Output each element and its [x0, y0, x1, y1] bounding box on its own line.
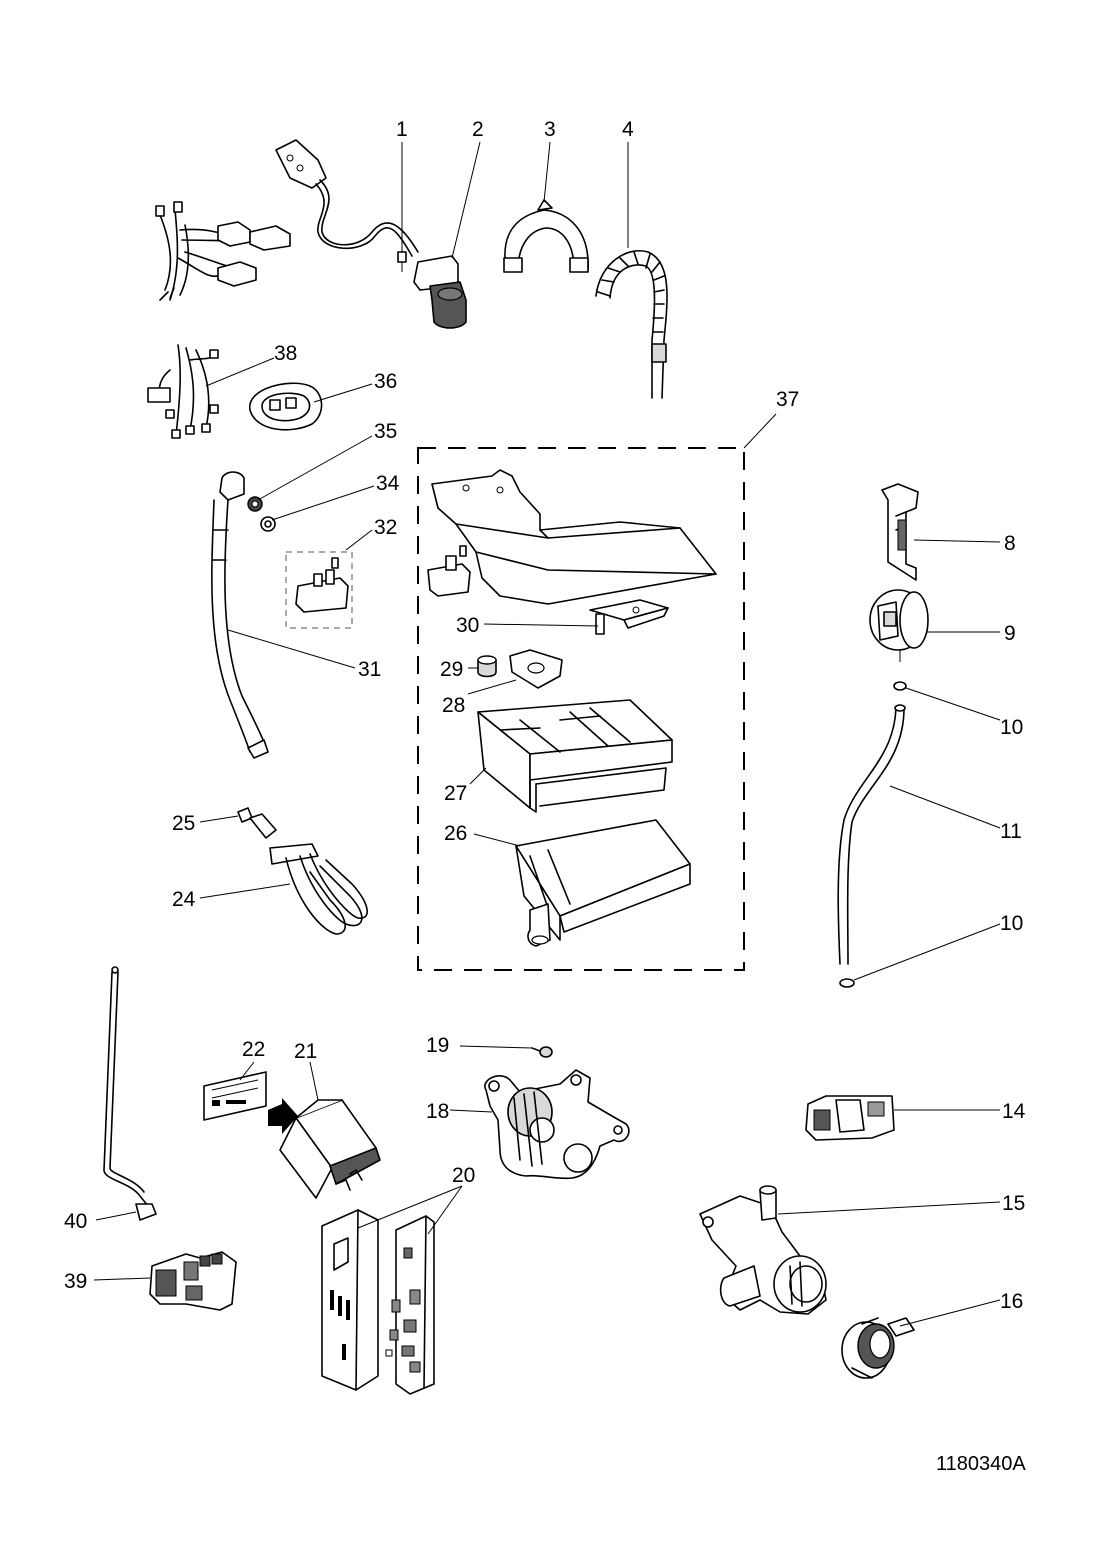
callout-24: 24 — [172, 888, 196, 911]
callout-34: 34 — [376, 472, 400, 495]
callout-14: 14 — [1002, 1100, 1026, 1123]
part-3-hose-guide — [503, 199, 589, 273]
callout-18: 18 — [426, 1100, 449, 1123]
callout-22: 22 — [242, 1038, 265, 1061]
part-37-dispenser-assembly — [417, 447, 745, 971]
callout-10-upper: 10 — [1000, 716, 1023, 739]
part-28-siphon — [509, 649, 563, 689]
drawing-code: 1180340A — [936, 1453, 1026, 1475]
part-16-pump-filter — [841, 1317, 915, 1379]
part-34-ring — [260, 516, 276, 532]
wiring-harness-top — [155, 201, 291, 301]
callout-32: 32 — [374, 516, 397, 539]
callout-40: 40 — [64, 1210, 87, 1233]
callout-28: 28 — [442, 694, 465, 717]
callout-39: 39 — [64, 1270, 87, 1293]
part-11-hose — [837, 704, 906, 965]
part-27-detergent-drawer — [477, 699, 673, 813]
callout-9: 9 — [1004, 622, 1016, 645]
part-39-door-lock — [149, 1251, 237, 1311]
callout-20: 20 — [452, 1164, 475, 1187]
part-37-top-cover — [427, 469, 717, 605]
callout-3: 3 — [544, 118, 556, 141]
part-36-grommet — [249, 382, 323, 431]
callout-15: 15 — [1002, 1192, 1025, 1215]
part-25-plug — [237, 807, 277, 839]
part-21-module — [268, 1098, 381, 1199]
part-4-drain-hose — [595, 250, 668, 399]
callout-38: 38 — [274, 342, 297, 365]
callout-11: 11 — [1000, 820, 1022, 843]
callout-26: 26 — [444, 822, 467, 845]
part-2-power-cable-filter — [275, 139, 467, 329]
callout-31: 31 — [358, 658, 381, 681]
callout-25: 25 — [172, 812, 195, 835]
part-29-cap — [477, 655, 497, 678]
part-20-electronic-board — [321, 1209, 435, 1395]
callout-10-lower: 10 — [1000, 912, 1023, 935]
callout-2: 2 — [472, 118, 484, 141]
part-9-pressure-switch — [869, 589, 929, 662]
part-26-dispenser-housing — [515, 819, 691, 947]
part-15-drain-pump — [699, 1185, 827, 1315]
callout-27: 27 — [444, 782, 467, 805]
callout-21: 21 — [294, 1040, 317, 1063]
part-35-seal — [247, 496, 263, 512]
part-1-screw — [397, 251, 407, 272]
part-24-heating-element — [269, 843, 368, 935]
callout-1: 1 — [396, 118, 408, 141]
callout-8: 8 — [1004, 532, 1016, 555]
callout-29: 29 — [440, 658, 463, 681]
callout-36: 36 — [374, 370, 397, 393]
part-38-wiring-harness — [147, 344, 219, 439]
part-40-temperature-probe — [103, 966, 157, 1221]
part-19-screw — [531, 1046, 553, 1058]
leader-lines — [93, 141, 1001, 1327]
part-18-motor — [484, 1069, 630, 1180]
callout-labels: 1 2 3 4 38 36 35 34 32 31 37 30 29 28 27… — [64, 118, 1026, 1475]
part-32-level-sensor — [285, 551, 353, 629]
callout-4: 4 — [622, 118, 634, 141]
part-14-door-interlock — [805, 1095, 895, 1141]
part-30-flap — [589, 599, 669, 635]
part-8-bracket — [881, 483, 919, 581]
callout-16: 16 — [1000, 1290, 1023, 1313]
callout-37: 37 — [776, 388, 799, 411]
callout-19: 19 — [426, 1034, 449, 1057]
callout-30: 30 — [456, 614, 479, 637]
part-31-pressure-hose — [211, 471, 269, 759]
part-22-label — [203, 1071, 267, 1121]
part-10-ring-upper — [893, 681, 907, 691]
part-10-ring-lower — [839, 978, 855, 988]
callout-35: 35 — [374, 420, 397, 443]
